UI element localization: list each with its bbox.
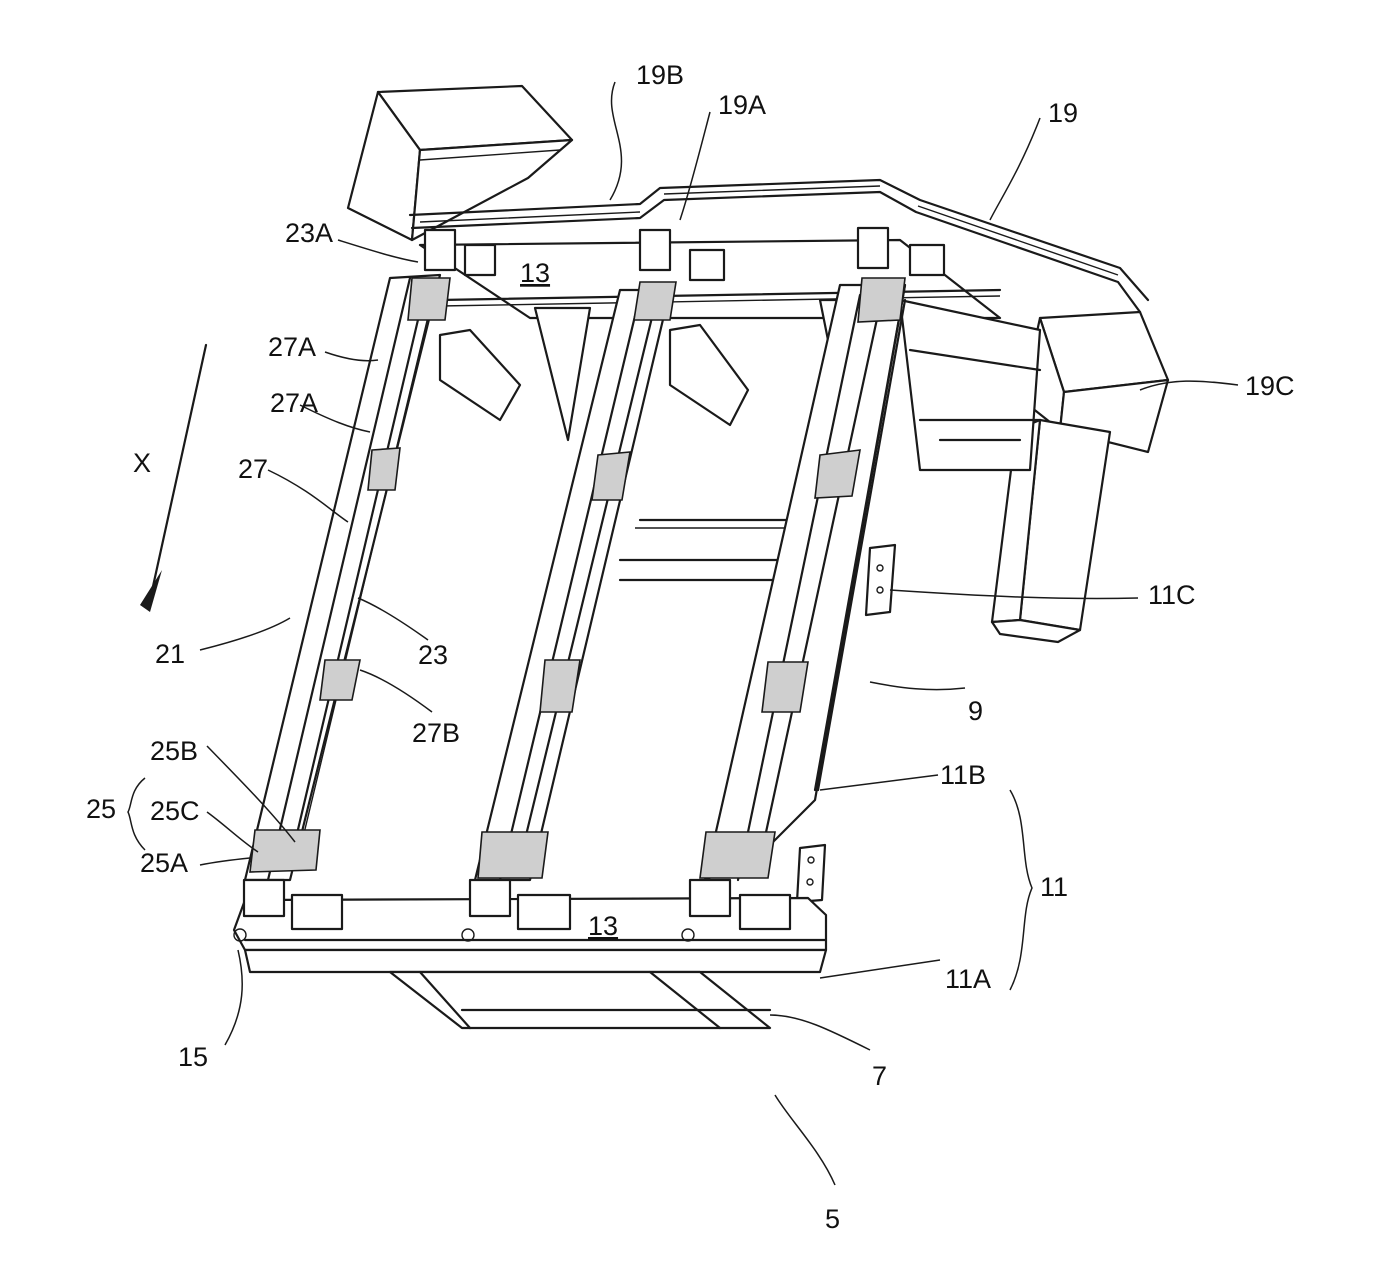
label-23: 23 [418,640,448,670]
reference-labels: 19B 19A 19 23A 13 27A 27A 19C X 27 11C 2… [86,60,1295,1234]
base-7 [390,972,770,1028]
label-9: 9 [968,696,983,726]
label-27b: 27B [412,718,460,748]
label-15: 15 [178,1042,208,1072]
label-19c: 19C [1245,371,1295,401]
direction-arrow-x [140,345,206,612]
label-x: X [133,448,151,478]
label-11b: 11B [940,760,986,790]
label-19b: 19B [636,60,684,90]
label-7: 7 [872,1061,887,1091]
label-23a: 23A [285,218,333,248]
label-11c: 11C [1148,580,1196,610]
label-11a: 11A [945,964,991,994]
label-25: 25 [86,794,116,824]
label-25b: 25B [150,736,198,766]
label-19: 19 [1048,98,1078,128]
label-25c: 25C [150,796,200,826]
label-19a: 19A [718,90,766,120]
label-27: 27 [238,454,268,484]
label-25a: 25A [140,848,188,878]
left-slat-21 [245,275,450,880]
label-27a-2: 27A [270,388,318,418]
label-13-bottom: 13 [588,911,618,941]
plate-11c [866,545,895,615]
label-21: 21 [155,639,185,669]
bottom-beam-13 [234,880,826,972]
label-13-top: 13 [520,258,550,288]
label-5: 5 [825,1204,840,1234]
right-side-frame [900,300,1040,470]
label-27a-1: 27A [268,332,316,362]
label-11: 11 [1040,872,1068,902]
